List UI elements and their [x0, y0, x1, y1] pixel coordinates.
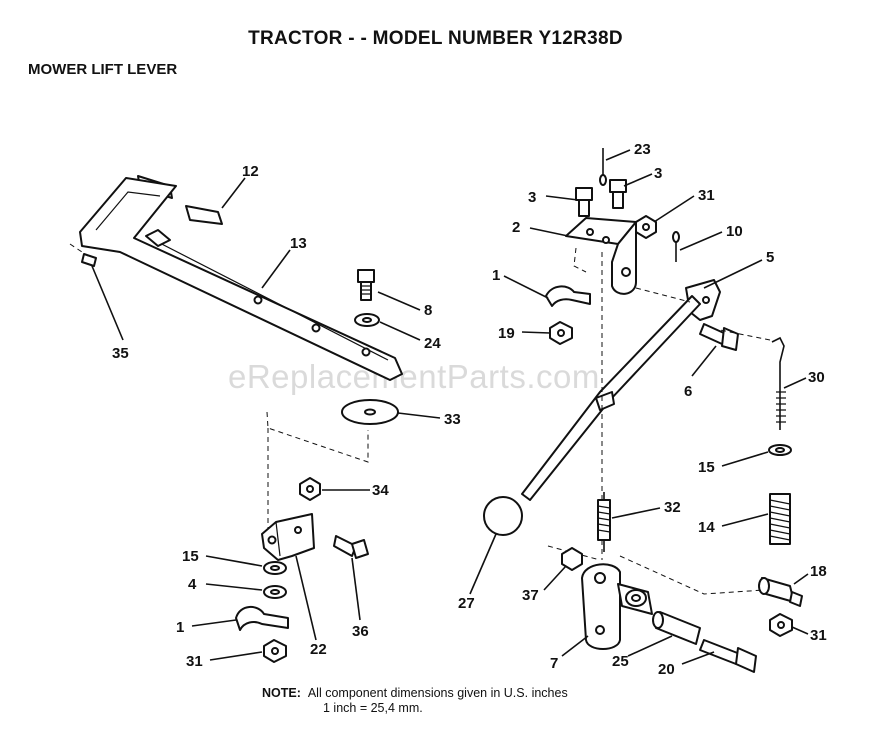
- part-1-clamp-right: [545, 285, 591, 307]
- part-7-lift-arm: [581, 563, 653, 650]
- part-19-nut: [549, 321, 573, 345]
- callout-32: 32: [664, 499, 681, 516]
- section-subtitle: MOWER LIFT LEVER: [28, 61, 178, 78]
- callout-19: 19: [498, 325, 515, 342]
- part-36-bolt: [333, 535, 369, 559]
- callout-6: 6: [684, 383, 692, 400]
- part-13-lever: [79, 177, 403, 381]
- part-6-bolt: [699, 323, 739, 351]
- part-37-nut: [561, 547, 583, 571]
- callout-33: 33: [444, 411, 461, 428]
- part-33-large-washer: [341, 399, 399, 425]
- part-31-nut-right: [769, 613, 793, 637]
- watermark: eReplacementParts.com: [228, 358, 600, 395]
- callout-15-left: 15: [182, 548, 199, 565]
- part-18-swivel: [758, 577, 803, 607]
- callout-37: 37: [522, 587, 539, 604]
- leader-lines: [91, 149, 809, 665]
- part-35-pin: [69, 243, 97, 267]
- part-8-bolt: [357, 269, 375, 301]
- part-30-rod: [771, 336, 786, 430]
- dimension-note: NOTE: All component dimensions given in …: [262, 686, 568, 716]
- note-label: NOTE:: [262, 686, 301, 700]
- callout-30: 30: [808, 369, 825, 386]
- callout-7: 7: [550, 655, 558, 672]
- callout-15-right: 15: [698, 459, 715, 476]
- callout-20: 20: [658, 661, 675, 678]
- part-31-nut-left: [263, 639, 287, 663]
- callout-5: 5: [766, 249, 774, 266]
- callout-31-top: 31: [698, 187, 715, 204]
- note-line-1: All component dimensions given in U.S. i…: [307, 686, 568, 700]
- part-2-bracket: [565, 217, 637, 295]
- part-4-lockwasher: [263, 585, 287, 599]
- callout-36: 36: [352, 623, 369, 640]
- callout-4: 4: [188, 576, 197, 593]
- callout-13: 13: [290, 235, 307, 252]
- callout-35: 35: [112, 345, 129, 362]
- part-32-spring: [597, 492, 611, 552]
- part-20-bolt: [699, 639, 757, 673]
- part-15-washer-left: [263, 561, 287, 575]
- callout-24: 24: [424, 335, 441, 352]
- page-title: TRACTOR - - MODEL NUMBER Y12R38D: [248, 28, 623, 49]
- part-23-cotter: [599, 148, 607, 186]
- part-3-bolt-b: [609, 179, 627, 209]
- callout-2: 2: [512, 219, 520, 236]
- callout-3-left: 3: [528, 189, 536, 206]
- callout-31-left: 31: [186, 653, 203, 670]
- part-25-sleeve: [652, 611, 701, 645]
- callout-10: 10: [726, 223, 743, 240]
- callout-14: 14: [698, 519, 715, 536]
- part-5-lift-handle: [521, 279, 721, 501]
- part-22-bracket: [261, 513, 315, 561]
- callout-34: 34: [372, 482, 389, 499]
- part-31-nut-top: [635, 215, 657, 239]
- part-1-clamp-left: [235, 606, 289, 631]
- part-15-washer-right: [768, 444, 792, 456]
- callout-3-right: 3: [654, 165, 662, 182]
- part-24-washer: [354, 313, 380, 327]
- callout-1-left: 1: [176, 619, 184, 636]
- callout-22: 22: [310, 641, 327, 658]
- callout-8: 8: [424, 302, 432, 319]
- part-14-spring: [769, 493, 791, 545]
- callout-18: 18: [810, 563, 827, 580]
- callout-23: 23: [634, 141, 651, 158]
- callout-12: 12: [242, 163, 259, 180]
- callout-31-right: 31: [810, 627, 827, 644]
- callout-27: 27: [458, 595, 475, 612]
- callout-1-right: 1: [492, 267, 500, 284]
- part-34-nut: [299, 477, 321, 501]
- callout-25: 25: [612, 653, 629, 670]
- part-10-pin: [672, 231, 680, 262]
- note-line-2: 1 inch = 25,4 mm.: [323, 701, 423, 715]
- callout-numbers: 12 13 35 8 24 33 34 15 4 1 31 22 36 23 3…: [112, 141, 827, 678]
- part-3-bolt-a: [575, 187, 593, 217]
- part-27-knob: [483, 496, 523, 536]
